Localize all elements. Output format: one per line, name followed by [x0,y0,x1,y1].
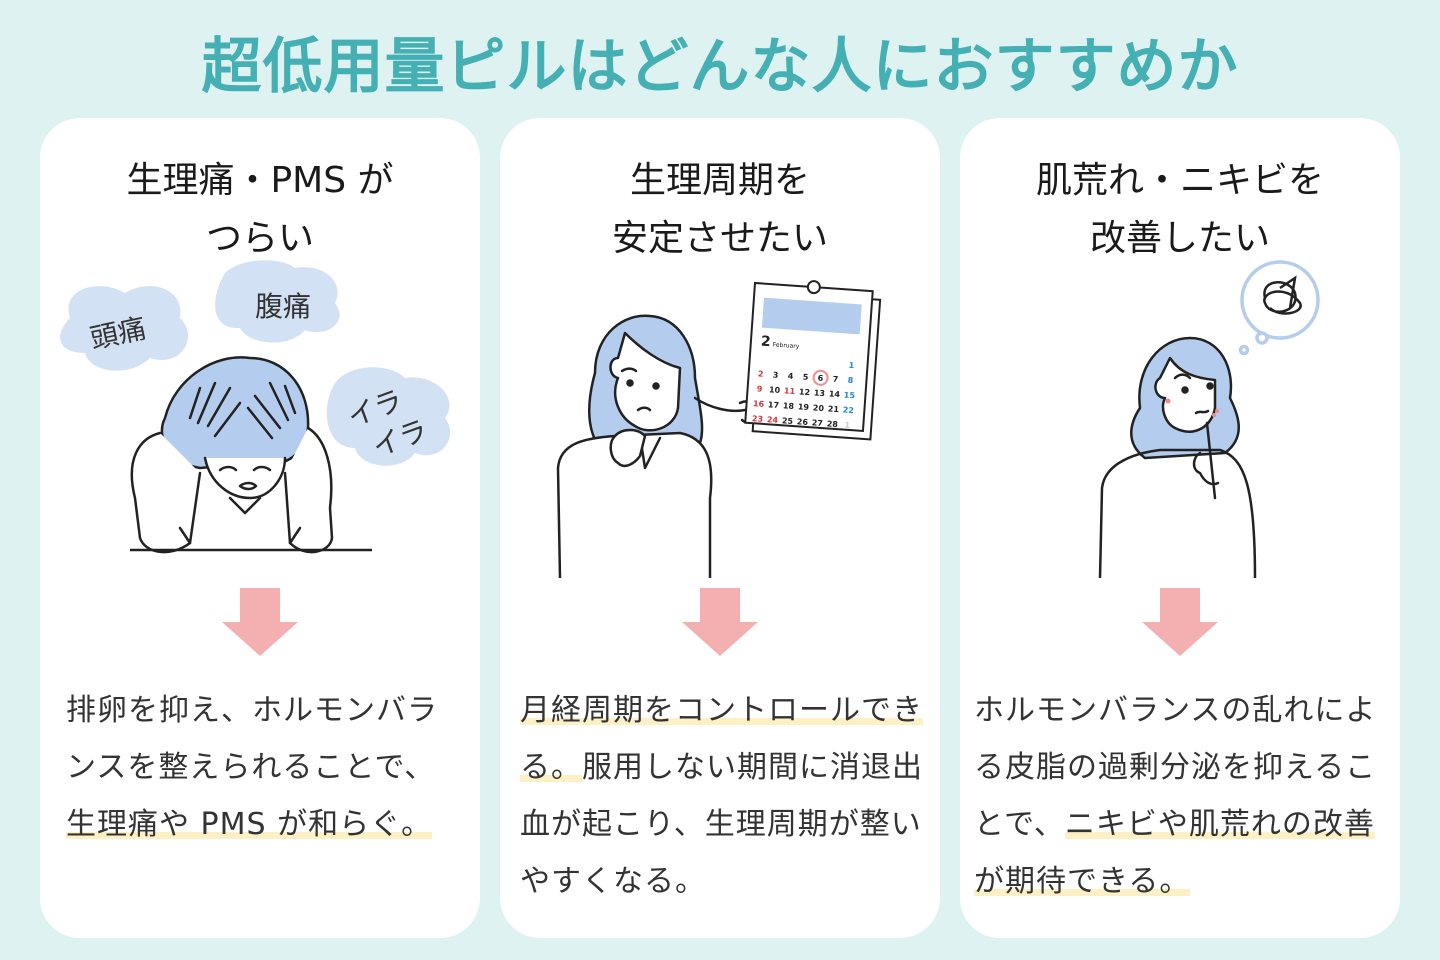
calendar-day: 5 [802,373,809,382]
woman-figure [130,356,334,554]
headache-bubble: 頭痛 [60,286,189,371]
calendar-day: 20 [813,403,825,413]
card-heading: 生理痛・PMS が つらい [40,152,480,268]
calendar-day: 26 [797,417,809,427]
description-text: 排卵を抑え、ホルモンバランスを整えられることで、 [66,693,438,785]
stomachache-label: 腹痛 [255,290,311,323]
card-heading-line: つらい [205,218,314,259]
acne-spot [1212,413,1216,417]
calendar-day: 27 [812,418,824,428]
calendar-day: 18 [783,401,795,411]
calendar-day: 4 [787,372,794,381]
tangled-scribble-icon [1263,275,1302,315]
calendar-day: 24 [767,415,779,425]
acne-spot [1215,409,1219,413]
card-heading: 生理周期を 安定させたい [500,152,940,268]
card-period-pain-pms: 生理痛・PMS が つらい 頭痛 腹痛 イラ イラ [40,118,480,938]
calendar-day: 3 [773,370,779,379]
calendar-day: 9 [757,384,764,393]
calendar-day-circle [812,369,829,386]
woman-figure [1098,336,1257,578]
calendar-day: 25 [782,416,794,426]
card-heading-line: 改善したい [1089,218,1270,259]
calendar-day: 1 [844,421,851,430]
calendar-day: 16 [753,399,765,409]
calendar-day: 14 [829,389,841,399]
down-arrow-icon [1142,588,1218,656]
calendar-day: 13 [814,388,826,398]
down-arrow-icon [222,588,298,656]
acne-spot [1165,398,1171,404]
calendar-month-name: February [772,341,799,350]
calendar-day: 10 [769,385,781,395]
description-text: ホルモンバランスの乱れによる皮脂の過剰分泌を抑えることで、 [974,693,1377,842]
thought-bubble-icon [1238,260,1320,356]
calendar-day: 23 [752,414,764,424]
calendar-day: 28 [826,419,838,429]
calendar-day: 6 [817,374,824,383]
woman-figure [556,314,756,578]
page-title: 超低用量ピルはどんな人におすすめか [201,32,1239,102]
card-description: 排卵を抑え、ホルモンバランスを整えられることで、生理痛や PMS が和らぐ。 [66,682,466,853]
irritation-bubble: イラ イラ [326,367,451,466]
calendar-day: 1 [848,361,855,370]
calendar-day: 15 [844,390,856,400]
calendar-day: 2 [758,369,764,378]
calendar-day: 19 [798,402,810,412]
woman-worried-illustration [1098,260,1320,578]
calendar-day: 22 [842,405,854,415]
calendar-day: 17 [768,400,780,410]
calendar-day: 12 [799,387,811,397]
description-text: 服用しない期間に消退出血が起こり、生理周期が整いやすくなる。 [520,750,923,899]
card-heading: 肌荒れ・ニキビを 改善したい [960,152,1400,268]
card-heading-line: 生理周期を [629,160,810,201]
calendar-day: 8 [847,376,854,385]
down-arrow-icon [682,588,758,656]
description-highlight: 生理痛や PMS が和らぐ。 [66,807,433,842]
calendar-day: 21 [828,404,840,414]
woman-holding-head-illustration: 頭痛 腹痛 イラ イラ [60,260,451,554]
card-heading-line: 生理痛・PMS が [126,160,394,201]
calendar-day: 11 [784,386,796,396]
stomachache-bubble: 腹痛 [215,260,340,343]
card-heading-line: 安定させたい [611,218,828,259]
calendar-day: 7 [832,375,838,384]
card-description: 月経周期をコントロールできる。服用しない期間に消退出血が起こり、生理周期が整いや… [520,682,930,910]
card-description: ホルモンバランスの乱れによる皮脂の過剰分泌を抑えることで、ニキビや肌荒れの改善が… [974,682,1386,910]
card-heading-line: 肌荒れ・ニキビを [1035,160,1324,201]
card-skin-acne: 肌荒れ・ニキビを 改善したい ホルモンバランスの乱れによる皮脂の過剰分泌を抑える… [960,118,1400,938]
calendar-month-number: 2 [760,334,771,351]
